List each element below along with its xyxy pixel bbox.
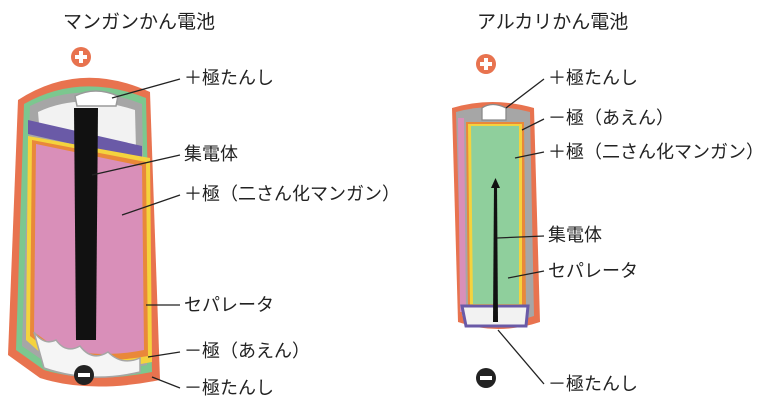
alkaline-title: アルカリかん電池 bbox=[477, 11, 628, 33]
manganese-label-collector: 集電体 bbox=[184, 144, 238, 165]
alkaline-minus-symbol-icon bbox=[476, 368, 496, 388]
manganese-plus-cap bbox=[74, 90, 119, 107]
manganese-label-plus-material: ＋極（二さん化マンガン） bbox=[184, 184, 400, 205]
alkaline-leader-lines bbox=[496, 78, 545, 385]
manganese-minus-symbol-icon bbox=[74, 365, 94, 385]
manganese-title: マンガンかん電池 bbox=[63, 11, 215, 33]
manganese-label-minus-material: －極（あえん） bbox=[184, 341, 310, 362]
manganese-minus-base bbox=[33, 331, 141, 378]
alkaline-collector-pin bbox=[493, 184, 498, 322]
alkaline-plus-symbol-icon bbox=[476, 54, 496, 74]
alkaline-label-collector: 集電体 bbox=[548, 225, 602, 246]
manganese-plus-symbol-icon bbox=[71, 47, 91, 67]
alkaline-label-minus-material: －極（あえん） bbox=[548, 108, 674, 129]
alkaline-label-plus-terminal: ＋極たんし bbox=[548, 68, 638, 89]
alkaline-plus-cap bbox=[481, 103, 507, 121]
manganese-collector-rod bbox=[74, 108, 98, 340]
alkaline-label-minus-terminal: －極たんし bbox=[548, 374, 638, 395]
manganese-label-separator: セパレータ bbox=[184, 295, 274, 316]
manganese-label-plus-terminal: ＋極たんし bbox=[184, 68, 274, 89]
alkaline-battery-cutaway bbox=[452, 102, 540, 329]
manganese-leader-lines bbox=[91, 78, 181, 389]
alkaline-label-separator: セパレータ bbox=[548, 261, 638, 282]
manganese-battery-cutaway bbox=[8, 77, 160, 387]
alkaline-label-plus-material: ＋極（二さん化マンガン） bbox=[548, 142, 764, 163]
alkaline-collector-tip bbox=[491, 178, 500, 188]
manganese-label-minus-terminal: －極たんし bbox=[184, 378, 274, 396]
alkaline-left-strip bbox=[458, 118, 466, 312]
